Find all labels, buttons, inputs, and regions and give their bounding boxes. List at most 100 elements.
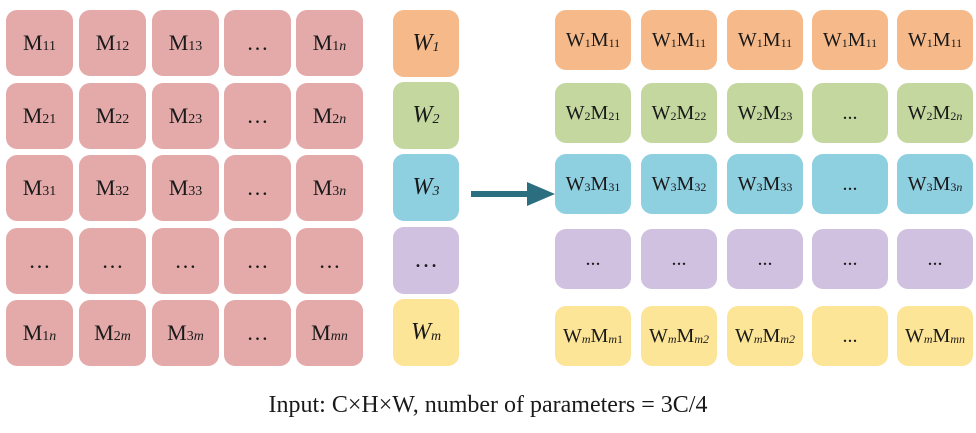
result-cell-subscript: 2 bbox=[756, 108, 763, 123]
result-cell-subscript: mn bbox=[950, 332, 965, 347]
matrix-cell-subscript-italic: m bbox=[193, 329, 204, 344]
matrix-cell: … bbox=[224, 10, 291, 76]
result-cell-subscript: 2 bbox=[926, 108, 933, 123]
matrix-cell-subscript: 11 bbox=[42, 39, 57, 54]
result-cell-subscript: 2 bbox=[670, 108, 677, 123]
matrix-cell-base: M bbox=[167, 320, 187, 345]
matrix-cell-base: M bbox=[95, 175, 116, 200]
result-cell-subscript: m bbox=[754, 332, 763, 347]
matrix-cell-subscript: 2 bbox=[332, 112, 340, 127]
result-cell-subscript: 31 bbox=[608, 179, 621, 194]
result-cell: ... bbox=[727, 229, 803, 289]
matrix-cell-base: … bbox=[246, 320, 269, 345]
result-cell-subscript: 2 bbox=[584, 108, 591, 123]
matrix-cell-subscript: 31 bbox=[42, 184, 57, 199]
weight-cell: … bbox=[393, 227, 459, 294]
matrix-cell: … bbox=[224, 155, 291, 221]
result-cell-subscript: m2 bbox=[780, 331, 796, 346]
result-cell-subscript: m2 bbox=[780, 332, 795, 347]
result-cell-subscript: 33 bbox=[780, 179, 793, 194]
matrix-cell-subscript-italic: n bbox=[339, 184, 347, 199]
matrix-cell-subscript-italic: n bbox=[339, 112, 347, 127]
matrix-cell-base: M bbox=[22, 175, 43, 200]
matrix-cell-base: M bbox=[94, 320, 114, 345]
result-cell-subscript: 3 bbox=[670, 179, 677, 194]
matrix-cell-base: M bbox=[312, 30, 333, 55]
result-cell-subscript: 21 bbox=[608, 108, 621, 123]
matrix-cell-base: … bbox=[246, 30, 269, 55]
result-cell-subscript: m bbox=[668, 332, 677, 347]
result-cell-subscript: n bbox=[956, 179, 963, 194]
result-cell-subscript: 11 bbox=[950, 35, 963, 50]
matrix-cell-subscript-italic: n bbox=[339, 39, 347, 54]
result-cell: ... bbox=[812, 306, 888, 366]
result-cell-subscript: 1 bbox=[841, 35, 848, 50]
weight-subscript: 3 bbox=[432, 183, 440, 199]
result-cell-subscript: m1 bbox=[608, 331, 624, 346]
matrix-cell: … bbox=[79, 228, 146, 294]
matrix-cell-base: M bbox=[168, 103, 189, 128]
matrix-cell-base: … bbox=[246, 248, 269, 273]
result-cell-subscript: n bbox=[956, 109, 962, 124]
result-cell-subscript: 1 bbox=[670, 35, 677, 50]
matrix-cell-subscript: 3 bbox=[332, 184, 340, 199]
result-cell-subscript: 1 bbox=[756, 35, 763, 50]
matrix-cell-base: M bbox=[95, 30, 116, 55]
matrix-cell-subscript: 22 bbox=[115, 112, 130, 127]
matrix-cell-base: M bbox=[22, 103, 43, 128]
result-cell-subscript: 32 bbox=[694, 179, 707, 194]
result-cell-subscript: m bbox=[753, 331, 763, 346]
matrix-cell-base: … bbox=[28, 248, 51, 273]
result-cell-subscript: 3 bbox=[584, 179, 591, 194]
result-cell-subscript: m bbox=[581, 331, 591, 346]
matrix-cell-subscript: 1 bbox=[332, 39, 340, 54]
matrix-cell-subscript: 12 bbox=[115, 39, 130, 54]
result-cell-subscript: mn bbox=[950, 331, 966, 346]
result-cell-subscript: n bbox=[956, 108, 963, 123]
result-cell-subscript: m bbox=[667, 331, 677, 346]
result-cell-subscript: m2 bbox=[694, 331, 710, 346]
right-arrow-icon bbox=[471, 182, 555, 206]
result-cell-subscript: 1 bbox=[926, 35, 933, 50]
matrix-cell-base: M bbox=[311, 320, 331, 345]
result-cell-subscript: 1 bbox=[584, 35, 591, 50]
matrix-cell-base: M bbox=[22, 320, 43, 345]
weight-symbol: W bbox=[412, 30, 433, 56]
matrix-cell-subscript-italic: n bbox=[49, 329, 57, 344]
matrix-cell-subscript: 33 bbox=[188, 184, 203, 199]
weight-subscript: 2 bbox=[432, 111, 440, 127]
result-cell: ... bbox=[812, 154, 888, 214]
matrix-cell: … bbox=[296, 228, 363, 294]
matrix-cell-subscript-italic: mn bbox=[330, 329, 348, 344]
result-cell-subscript: m bbox=[608, 331, 618, 346]
matrix-cell-subscript: 32 bbox=[115, 184, 130, 199]
figure-caption: Input: C×H×W, number of parameters = 3C/… bbox=[268, 392, 708, 418]
result-cell-subscript: 11 bbox=[608, 35, 621, 50]
